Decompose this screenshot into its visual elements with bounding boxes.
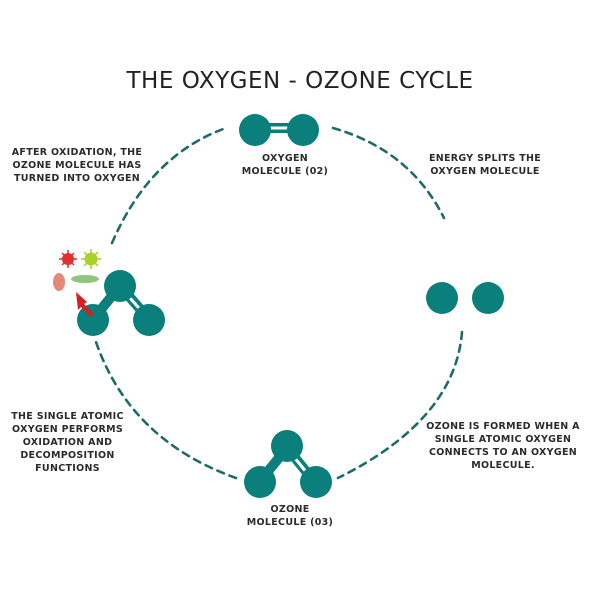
oxygen-atom (271, 430, 303, 462)
energy-splits-label: ENERGY SPLITS THE OXYGEN MOLECULE (428, 153, 542, 177)
oxygen-atom (472, 282, 504, 314)
arc-right (336, 330, 464, 480)
pink-microbe-icon (53, 273, 65, 291)
green-microbe-icon (71, 275, 99, 283)
microbes (53, 249, 101, 317)
oxygen-atom (426, 282, 458, 314)
oxygen-atom (104, 270, 136, 302)
green-bacteria-icon (81, 249, 101, 269)
oxygen-atom (244, 466, 276, 498)
oxygen-atom (300, 466, 332, 498)
after-oxidation-label: AFTER OXIDATION, THE OZONE MOLECULE HAS … (11, 147, 143, 184)
oxygen-atom (133, 304, 165, 336)
oxygen-molecule (239, 114, 319, 146)
arc-bottom-left (94, 340, 238, 480)
oxygen-atom (239, 114, 271, 146)
arc-top-left (110, 126, 228, 245)
page-title: THE OXYGEN - OZONE CYCLE (126, 68, 474, 94)
single-atomic-oxygen-label: THE SINGLE ATOMIC OXYGEN PERFORMS OXIDAT… (11, 411, 124, 474)
split-oxygen-atoms (426, 282, 504, 314)
ozone-molecule-left (77, 270, 165, 336)
oxygen-atom (77, 304, 109, 336)
oxygen-molecule-label: OXYGEN MOLECULE (02) (241, 153, 329, 177)
oxygen-atom (287, 114, 319, 146)
red-bacteria-icon (59, 250, 77, 268)
cycle-path (94, 126, 464, 480)
red-arrow-icon (76, 292, 94, 317)
arc-top-right (331, 126, 446, 220)
ozone-molecule (244, 430, 332, 498)
ozone-formed-label: OZONE IS FORMED WHEN A SINGLE ATOMIC OXY… (426, 421, 580, 471)
ozone-molecule-label: OZONE MOLECULE (03) (246, 504, 334, 528)
